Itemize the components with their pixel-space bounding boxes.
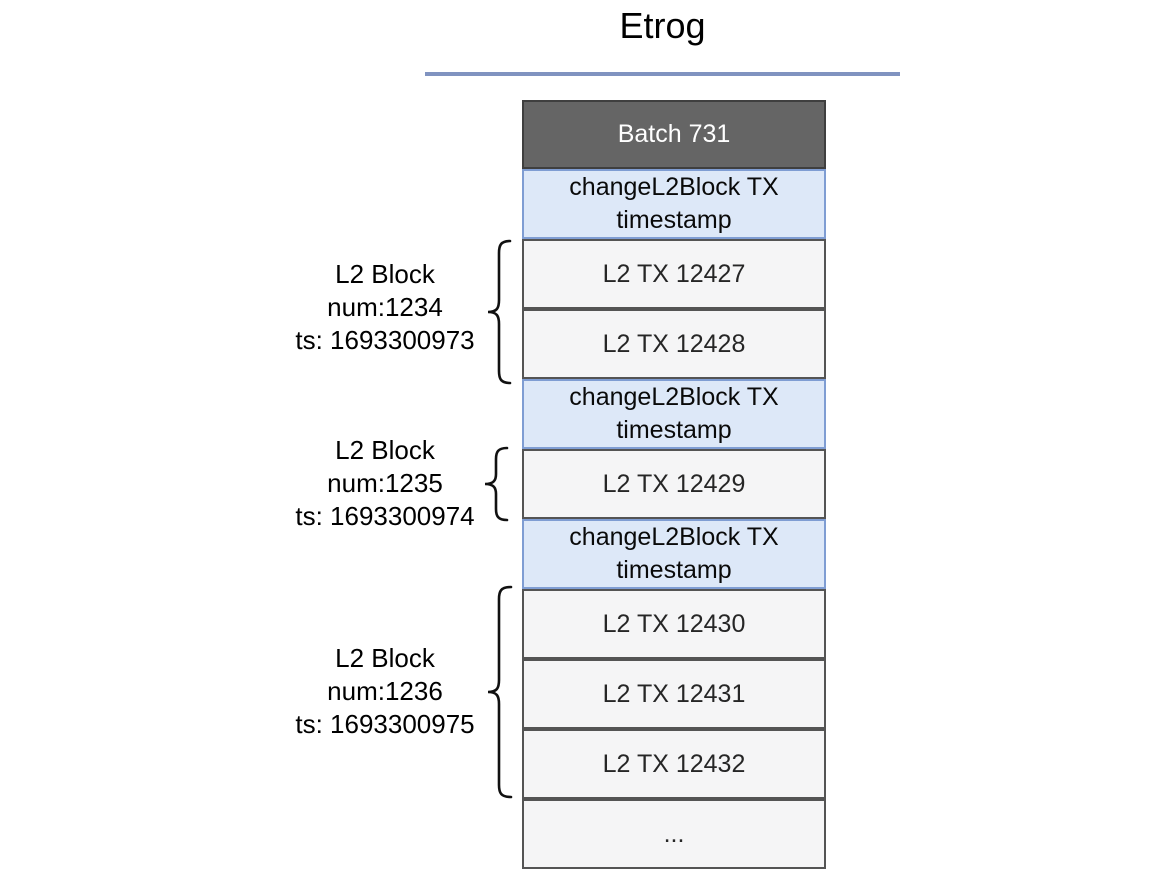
l2-block-label-1234: L2 Block num:1234 ts: 1693300973 xyxy=(295,259,475,355)
l2-tx-row: L2 TX 12431 xyxy=(522,659,826,729)
change-l2block-row: changeL2Block TX timestamp xyxy=(522,379,826,449)
brace-l2-block-1234 xyxy=(487,239,512,385)
l2-tx-row: L2 TX 12432 xyxy=(522,729,826,799)
brace-l2-block-1235 xyxy=(484,446,509,522)
l2-block-label-1236: L2 Block num:1236 ts: 1693300975 xyxy=(295,643,475,739)
title-underline xyxy=(425,72,900,76)
ellipsis-row: ... xyxy=(522,799,826,869)
l2-tx-row: L2 TX 12428 xyxy=(522,309,826,379)
l2-tx-row: L2 TX 12429 xyxy=(522,449,826,519)
change-l2block-row: changeL2Block TX timestamp xyxy=(522,519,826,589)
l2-tx-row: L2 TX 12430 xyxy=(522,589,826,659)
change-l2block-row: changeL2Block TX timestamp xyxy=(522,169,826,239)
brace-l2-block-1236 xyxy=(487,585,513,799)
batch-header: Batch 731 xyxy=(522,100,826,169)
batch-stack: Batch 731 changeL2Block TX timestamp L2 … xyxy=(522,100,826,869)
l2-tx-row: L2 TX 12427 xyxy=(522,239,826,309)
diagram-title: Etrog xyxy=(619,5,706,46)
l2-block-label-1235: L2 Block num:1235 ts: 1693300974 xyxy=(295,435,475,531)
